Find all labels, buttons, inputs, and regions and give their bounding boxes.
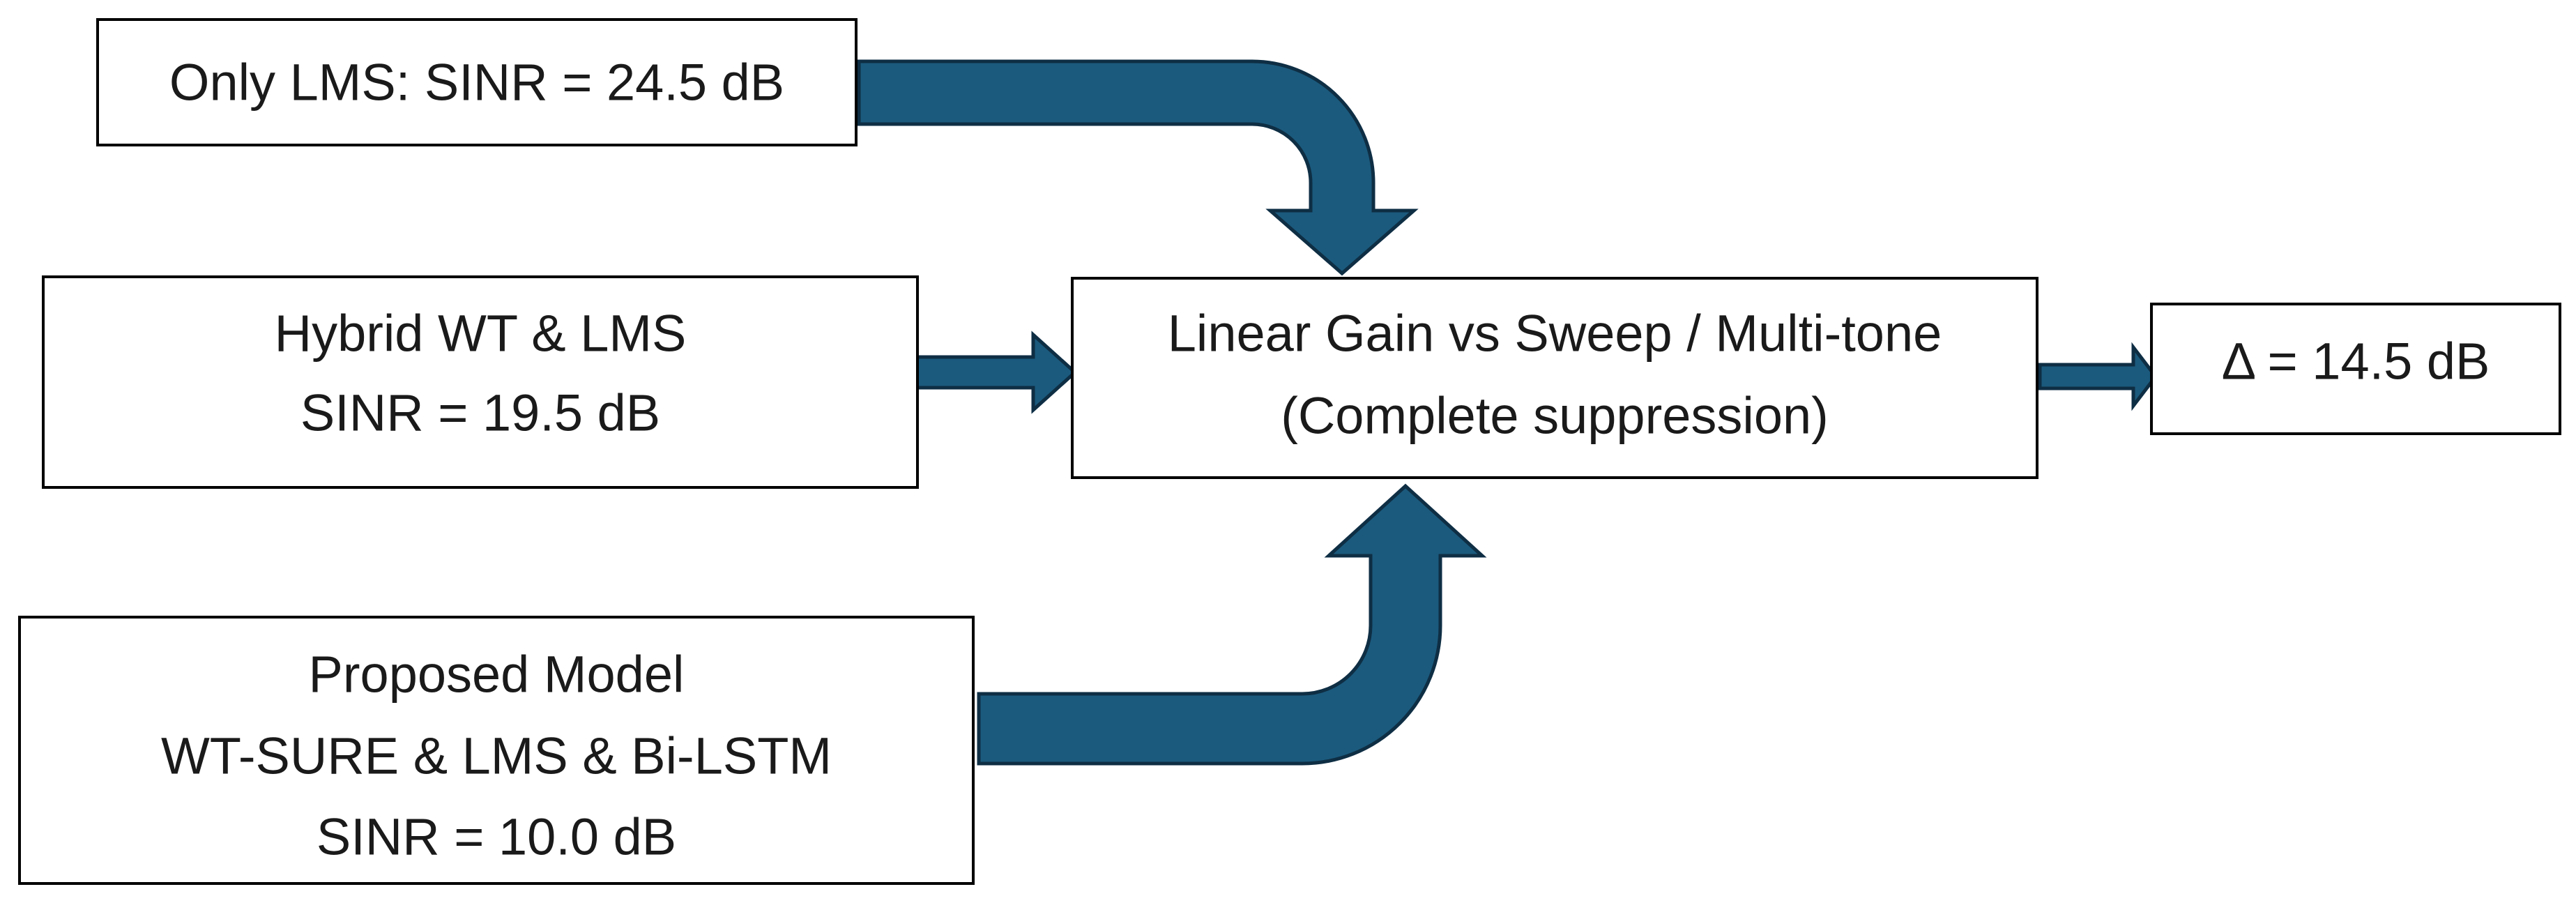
node-delta-line: Δ = 14.5 dB <box>2222 333 2490 390</box>
node-center: Linear Gain vs Sweep / Multi-tone (Compl… <box>1071 277 2038 479</box>
node-hybrid-line: Hybrid WT & LMS <box>275 305 687 363</box>
arrow-proposed-to-center <box>977 483 1487 766</box>
node-hybrid-line: SINR = 19.5 dB <box>300 384 660 442</box>
node-center-line: Linear Gain vs Sweep / Multi-tone <box>1168 305 1942 363</box>
arrows <box>857 59 2158 766</box>
node-only-lms: Only LMS: SINR = 24.5 dB <box>96 18 858 146</box>
arrow-center-to-delta <box>2038 342 2158 411</box>
arrow-only-lms-to-center <box>857 59 1419 276</box>
node-delta: Δ = 14.5 dB <box>2150 303 2561 435</box>
node-proposed-line: WT-SURE & LMS & Bi-LSTM <box>161 727 832 785</box>
node-proposed: Proposed Model WT-SURE & LMS & Bi-LSTM S… <box>18 616 975 885</box>
node-proposed-line: Proposed Model <box>309 646 685 704</box>
node-center-line: (Complete suppression) <box>1281 387 1829 445</box>
node-proposed-line: SINR = 10.0 dB <box>317 808 676 866</box>
node-only-lms-line: Only LMS: SINR = 24.5 dB <box>169 54 784 112</box>
node-hybrid: Hybrid WT & LMS SINR = 19.5 dB <box>42 275 919 489</box>
arrow-hybrid-to-center <box>913 331 1078 414</box>
